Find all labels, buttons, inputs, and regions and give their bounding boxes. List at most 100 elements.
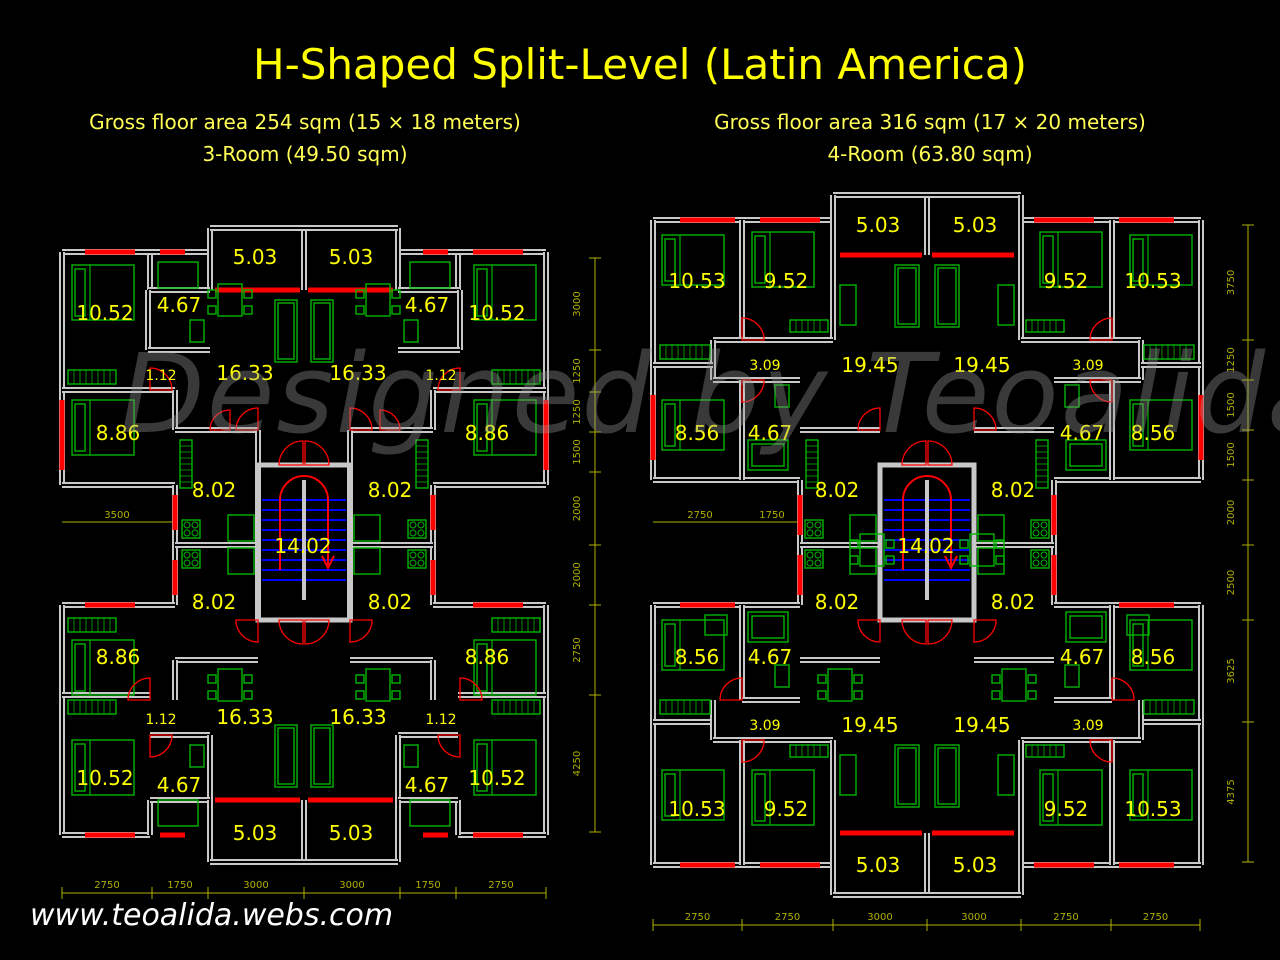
door-swing	[901, 619, 927, 645]
burner	[417, 529, 425, 537]
dimension-label: 2000	[1226, 500, 1237, 525]
bathtub	[409, 261, 451, 289]
wardrobe	[789, 744, 829, 758]
dimension-label: 3625	[1226, 658, 1237, 683]
door-swing	[304, 619, 330, 645]
chair	[959, 539, 969, 549]
stove	[181, 549, 201, 569]
room-area-label: 4.67	[748, 645, 793, 669]
room-area-label: 8.56	[675, 645, 720, 669]
pillow	[74, 643, 86, 692]
room-area-label: 10.52	[76, 301, 133, 325]
bed	[751, 231, 815, 288]
chair	[995, 555, 1005, 565]
room-area-label: 8.02	[815, 590, 860, 614]
room-area-label: 10.53	[668, 797, 725, 821]
room-area-label: 8.56	[1131, 645, 1176, 669]
chair	[849, 555, 859, 565]
pillow	[476, 743, 488, 792]
room-area-label: 9.52	[1044, 269, 1089, 293]
burner	[1032, 551, 1040, 559]
sink	[977, 547, 1005, 575]
sink	[227, 547, 255, 575]
pillow	[476, 403, 488, 452]
room-area-label: 8.02	[815, 478, 860, 502]
room-area-label: 19.45	[953, 713, 1010, 737]
room-area-label: 9.52	[764, 269, 809, 293]
pillow	[1132, 403, 1144, 447]
burner	[191, 529, 199, 537]
room-area-label: 5.03	[953, 213, 998, 237]
bed	[473, 639, 537, 696]
room-area-label: 9.52	[764, 797, 809, 821]
burner	[1040, 559, 1048, 567]
left-plan-caption: Gross floor area 254 sqm (15 × 18 meters…	[40, 106, 570, 170]
bathtub-inner	[751, 443, 785, 467]
burner	[806, 529, 814, 537]
bathtub	[157, 261, 199, 289]
room-area-label: 8.02	[368, 478, 413, 502]
chair	[1027, 690, 1037, 700]
right-gross-area: Gross floor area 316 sqm (17 × 20 meters…	[714, 110, 1146, 134]
toilet	[403, 744, 419, 768]
left-gross-area: Gross floor area 254 sqm (15 × 18 meters…	[89, 110, 521, 134]
pillow	[664, 623, 676, 667]
room-area-label: 5.03	[856, 853, 901, 877]
bathtub-inner	[1069, 615, 1103, 639]
chair	[991, 674, 1001, 684]
room-area-label: 5.03	[233, 245, 278, 269]
stair-arrow	[902, 475, 952, 570]
door-swing	[379, 409, 401, 431]
pillow	[476, 643, 488, 692]
burner	[183, 529, 191, 537]
dimension-label: 3000	[572, 291, 583, 316]
room-area-label: 1.12	[145, 712, 176, 728]
dimension-label: 2750	[775, 912, 800, 923]
chair	[207, 305, 217, 315]
pillow	[1042, 235, 1054, 284]
sofa-cushion	[897, 267, 917, 325]
dimension-label: 1500	[1226, 392, 1237, 417]
burner	[1032, 521, 1040, 529]
room-area-label: 10.53	[1124, 269, 1181, 293]
sofa-cushion	[277, 727, 295, 785]
website-footer: www.teoalida.webs.com	[30, 898, 394, 933]
armchair	[997, 284, 1015, 326]
bed	[71, 264, 135, 321]
bed	[1129, 234, 1193, 286]
burner	[806, 559, 814, 567]
bed	[71, 739, 135, 796]
chair	[817, 690, 827, 700]
bathtub	[157, 799, 199, 827]
room-area-label: 19.45	[953, 353, 1010, 377]
stove	[181, 519, 201, 539]
wardrobe	[659, 699, 711, 715]
pillow	[754, 235, 766, 284]
bed	[473, 399, 537, 456]
chair	[243, 305, 253, 315]
room-area-label: 5.03	[953, 853, 998, 877]
dimension-label: 3000	[243, 880, 268, 891]
room-area-label: 14.02	[274, 534, 331, 558]
dimension-label: 1750	[415, 880, 440, 891]
room-area-label: 16.33	[329, 705, 386, 729]
sofa	[274, 299, 298, 363]
door-swing	[349, 407, 373, 431]
door-swing	[127, 677, 151, 701]
desk	[704, 614, 728, 636]
chair	[391, 674, 401, 684]
sink	[353, 514, 381, 542]
door-swing	[1111, 677, 1135, 701]
room-area-label: 4.67	[405, 293, 450, 317]
room-area-label: 16.33	[329, 361, 386, 385]
bed	[661, 399, 725, 451]
room-area-label: 4.67	[157, 293, 202, 317]
stove	[1030, 519, 1050, 539]
dimension-label: 2500	[1226, 570, 1237, 595]
chair	[391, 690, 401, 700]
dimension-label: 4250	[572, 751, 583, 776]
bathtub	[1065, 439, 1107, 471]
sofa-cushion	[313, 302, 331, 360]
chair	[885, 539, 895, 549]
